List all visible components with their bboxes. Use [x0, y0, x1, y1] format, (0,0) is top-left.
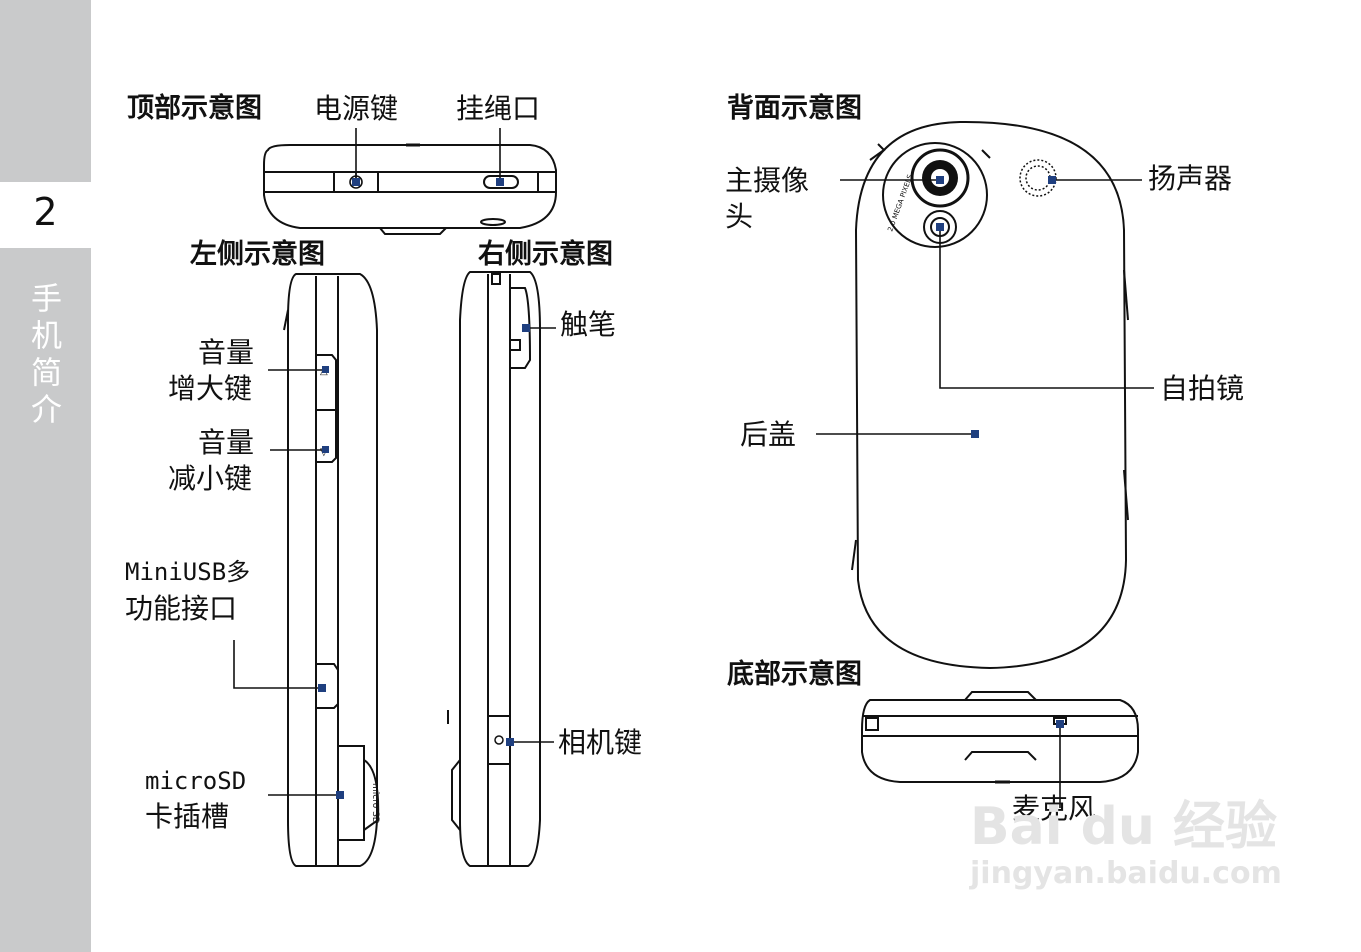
label-camera-key: 相机键	[558, 726, 643, 759]
sd-slot-text: micro SD	[370, 783, 380, 824]
label-power-key: 电源键	[314, 92, 399, 125]
label-volume-up-line2: 增大键	[168, 372, 253, 405]
label-mini-usb-line1: MiniUSB多	[125, 558, 251, 586]
chapter-side-tab	[0, 0, 91, 952]
label-volume-down-line1: 音量	[198, 426, 255, 459]
watermark-logo: Bai du 经验	[970, 797, 1277, 857]
camera-ring	[882, 142, 988, 248]
label-stylus: 触笔	[560, 308, 617, 341]
callout-lines	[233, 128, 1154, 808]
camera-ring-text: 2.0 MEGA PIXELS	[886, 173, 914, 233]
chapter-number: 2	[33, 190, 58, 234]
label-mini-usb-line2: 功能接口	[125, 592, 238, 625]
heading-top-view: 顶部示意图	[127, 93, 262, 124]
chapter-title: 手机简介	[25, 282, 61, 430]
watermark-url: jingyan.baidu.com	[970, 856, 1282, 891]
top-view-drawing	[263, 143, 557, 235]
right-view-drawing	[447, 271, 541, 867]
heading-bottom-view: 底部示意图	[727, 659, 862, 690]
camera-icon	[494, 735, 504, 745]
label-volume-down-line2: 减小键	[168, 462, 253, 495]
label-microsd-line1: microSD	[145, 767, 247, 795]
strap-hole-shape	[483, 175, 519, 189]
label-microsd-line2: 卡插槽	[145, 800, 230, 833]
label-speaker: 扬声器	[1148, 162, 1233, 195]
label-strap-hole: 挂绳口	[456, 92, 541, 125]
bottom-view-drawing	[861, 691, 1139, 784]
label-main-camera-line1: 主摄像	[725, 164, 810, 197]
heading-right-view: 右侧示意图	[478, 239, 613, 270]
label-microphone: 麦克风	[1012, 792, 1097, 825]
heading-left-view: 左侧示意图	[190, 239, 325, 270]
label-main-camera-line2: 头	[725, 200, 754, 233]
label-volume-up-line1: 音量	[198, 336, 255, 369]
chapter-number-box	[0, 182, 91, 248]
heading-back-view: 背面示意图	[727, 93, 862, 124]
label-self-mirror: 自拍镜	[1160, 372, 1245, 405]
back-view-drawing: 2.0 MEGA PIXELS	[851, 120, 1129, 670]
callout-markers	[318, 176, 1064, 799]
label-back-cover: 后盖	[740, 418, 797, 451]
left-view-drawing: △ ▽ micro SD	[283, 273, 380, 867]
